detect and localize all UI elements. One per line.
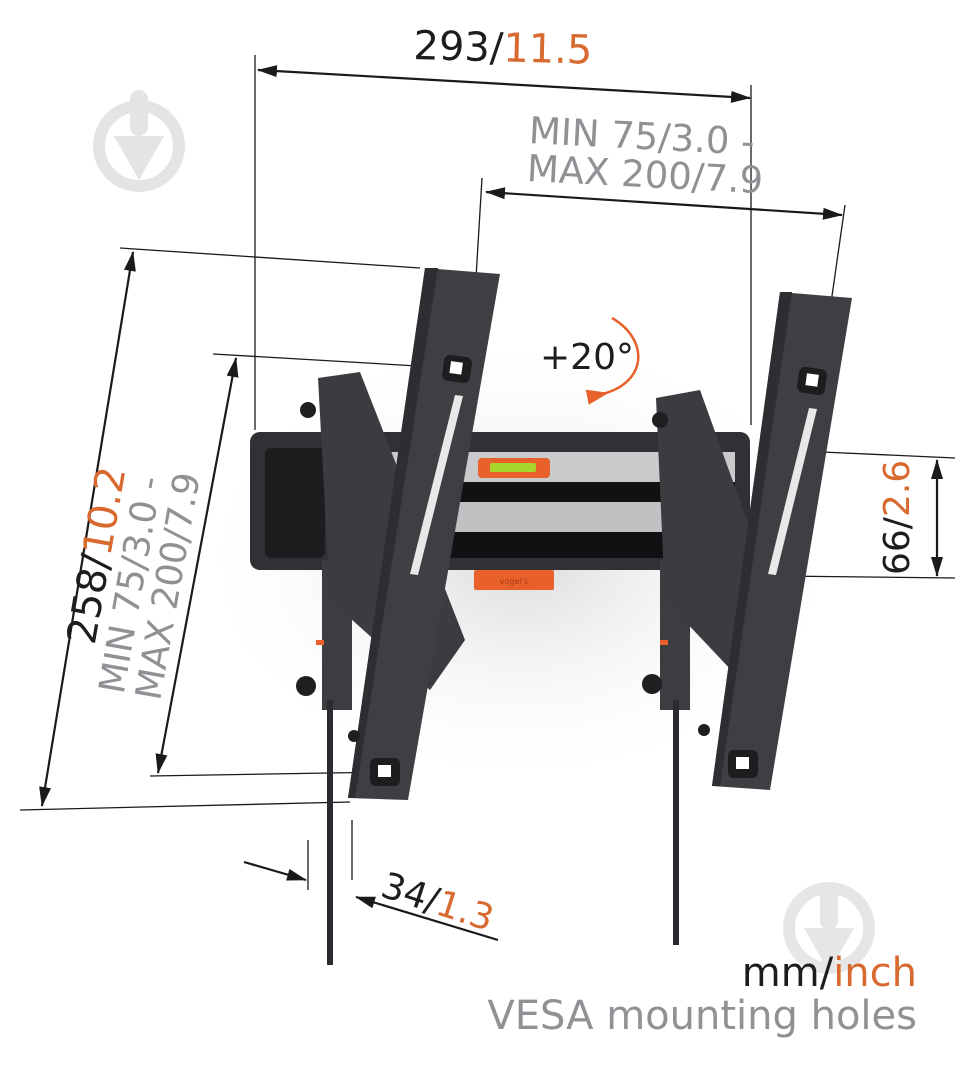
overall-width-label: 293/11.5 (412, 23, 593, 74)
tilt-arrow-icon (585, 316, 640, 405)
left-tilt-bracket (296, 268, 500, 965)
trowel-watermark-icon (783, 882, 875, 974)
logo-clip (474, 570, 554, 590)
svg-text:vogel's: vogel's (500, 577, 528, 586)
plate-height-label: 66/2.6 (877, 459, 918, 575)
tilt-angle-label: +20° (540, 337, 634, 378)
right-tilt-bracket (642, 292, 852, 945)
vesa-caption: VESA mounting holes (487, 993, 917, 1039)
trowel-watermark-icon (93, 90, 185, 192)
vesa-horizontal-label: MIN 75/3.0 - MAX 200/7.9 (525, 109, 765, 202)
dimension-arrows (39, 65, 943, 942)
units-legend: mm/inch (741, 950, 917, 996)
